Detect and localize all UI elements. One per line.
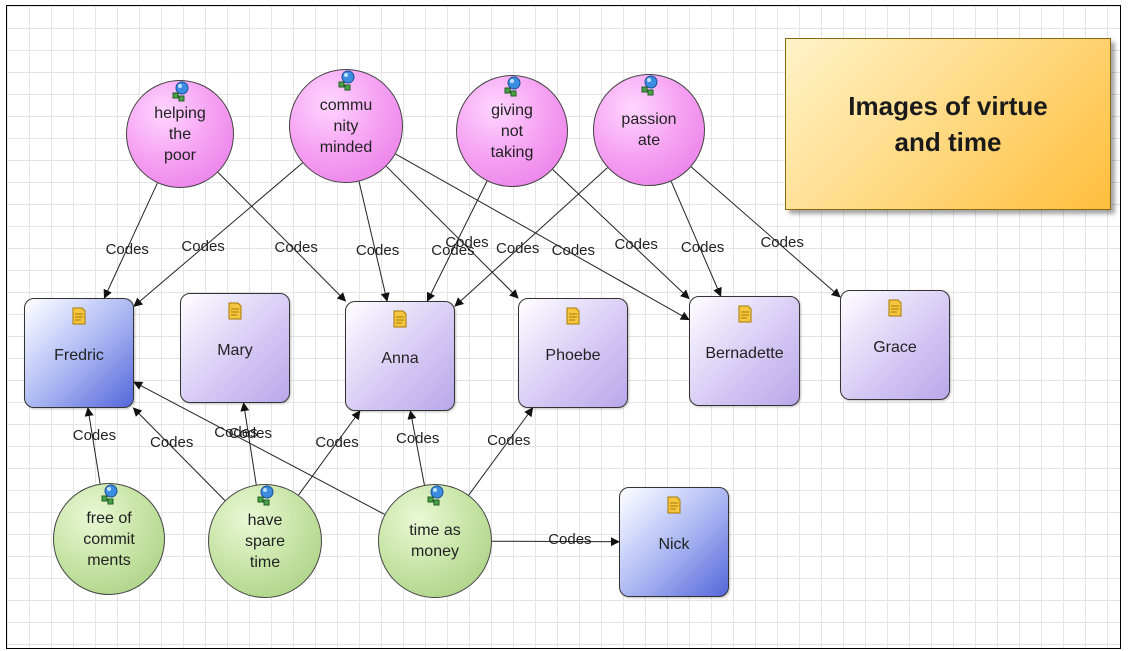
edge-spare-to-mary	[240, 402, 257, 485]
document-icon	[72, 307, 86, 325]
edge-label: Codes	[551, 242, 595, 260]
edge-money-to-fredric	[133, 381, 385, 515]
edge-label: Codes	[680, 239, 725, 257]
code-node-label: giving not taking	[490, 101, 534, 161]
case-node-label: Bernadette	[705, 345, 784, 362]
code-node-icon	[504, 76, 521, 97]
edge-label: Codes	[105, 241, 149, 258]
case-node-anna[interactable]: Anna	[345, 301, 455, 411]
edge-helping-to-fredric	[103, 182, 158, 299]
document-icon	[393, 310, 407, 328]
edge-helping-to-anna	[217, 172, 347, 302]
edge-money-to-phoebe	[468, 407, 534, 496]
edge-spare-to-fredric	[132, 407, 226, 501]
case-node-label: Anna	[381, 350, 419, 367]
document-icon	[228, 302, 242, 320]
edge-giving-to-anna	[426, 180, 488, 302]
edge-community-to-fredric	[133, 162, 303, 307]
code-node-label: have spare time	[244, 511, 286, 571]
case-node-phoebe[interactable]: Phoebe	[518, 298, 628, 408]
case-node-label: Fredric	[54, 347, 104, 364]
case-node-mary[interactable]: Mary	[180, 293, 290, 403]
code-node-label: time as money	[409, 522, 461, 560]
diagram-title: Images of virtue and time	[848, 91, 1048, 157]
edge-passionate-to-grace	[690, 166, 841, 298]
edge-label: Codes	[72, 427, 117, 445]
edge-label: Codes	[487, 431, 531, 449]
edge-passionate-to-anna	[454, 167, 608, 307]
edge-free-to-fredric	[84, 407, 101, 484]
code-node-icon	[101, 484, 118, 505]
code-node-label: free of commit ments	[83, 509, 135, 569]
code-node-giving-not-taking[interactable]: giving not taking	[456, 75, 568, 187]
document-icon	[738, 305, 751, 323]
document-icon	[888, 299, 902, 317]
edge-label: Codes	[445, 234, 489, 252]
edge-label: Codes	[181, 237, 225, 255]
code-node-community-minded[interactable]: commu nity minded	[289, 69, 403, 183]
case-node-label: Mary	[217, 342, 253, 359]
edge-money-to-nick	[491, 537, 620, 547]
title-note: Images of virtue and time	[785, 38, 1111, 210]
edge-spare-to-anna	[298, 410, 361, 496]
code-node-helping-the-poor[interactable]: helping the poor	[126, 80, 234, 188]
code-node-label: helping the poor	[154, 104, 206, 164]
edge-label: Codes	[150, 433, 194, 451]
edge-label: Codes	[214, 423, 258, 441]
edge-label: Codes	[496, 239, 540, 257]
edge-label: Codes	[548, 530, 592, 548]
edge-money-to-anna	[407, 410, 425, 486]
edge-giving-to-bernadette	[552, 169, 690, 300]
edge-label: Codes	[274, 238, 318, 256]
case-node-nick[interactable]: Nick	[619, 487, 729, 597]
edge-label: Codes	[228, 424, 272, 442]
edges-layer	[84, 153, 841, 547]
code-node-label: passion ate	[621, 111, 677, 149]
edge-label: Codes	[614, 235, 658, 253]
edge-label: Codes	[355, 242, 400, 260]
edge-label: Codes	[431, 242, 475, 260]
diagram-canvas: Images of virtue and time helping the po…	[6, 5, 1121, 649]
code-node-icon	[641, 75, 658, 96]
document-icon	[566, 307, 580, 325]
code-node-icon	[427, 485, 444, 506]
edge-community-to-phoebe	[385, 165, 519, 299]
case-node-label: Nick	[658, 536, 690, 553]
case-node-label: Grace	[873, 339, 917, 356]
edge-passionate-to-bernadette	[670, 181, 722, 297]
document-icon	[667, 496, 681, 514]
case-node-label: Phoebe	[545, 347, 601, 364]
edge-label: Codes	[315, 433, 359, 451]
case-node-fredric[interactable]: Fredric	[24, 298, 134, 408]
code-node-free-of-commitments[interactable]: free of commit ments	[53, 483, 165, 595]
edge-community-to-bernadette	[395, 153, 690, 321]
code-node-icon	[338, 70, 355, 91]
edge-label: Codes	[760, 233, 804, 251]
code-node-icon	[257, 485, 274, 506]
code-node-icon	[172, 81, 189, 102]
code-node-time-as-money[interactable]: time as money	[378, 484, 492, 598]
code-node-label: commu nity minded	[319, 96, 373, 156]
code-node-passionate[interactable]: passion ate	[593, 74, 705, 186]
code-node-have-spare-time[interactable]: have spare time	[208, 484, 322, 598]
edge-community-to-anna	[358, 181, 390, 302]
case-node-grace[interactable]: Grace	[840, 290, 950, 400]
case-node-bernadette[interactable]: Bernadette	[689, 296, 800, 406]
edge-label: Codes	[396, 429, 440, 447]
